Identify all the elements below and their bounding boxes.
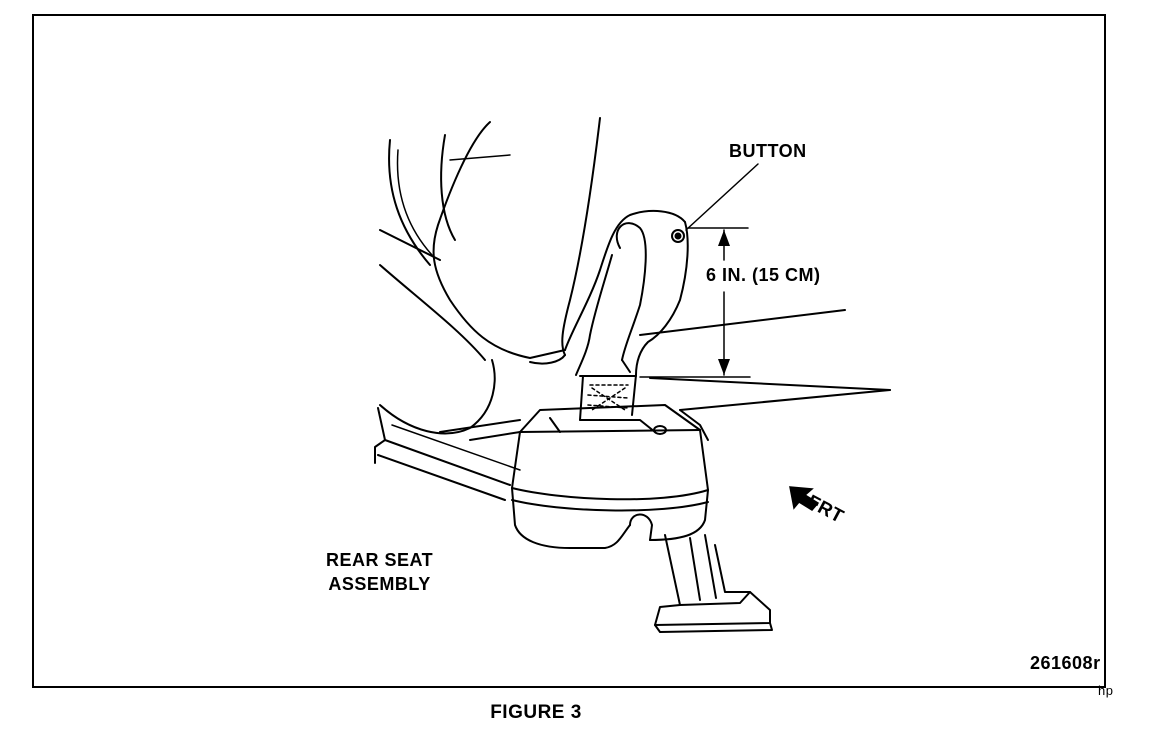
figure-frame xyxy=(32,14,1106,688)
rear-seat-label: REAR SEAT ASSEMBLY xyxy=(326,548,433,596)
seat-rail xyxy=(374,309,891,501)
release-button xyxy=(671,229,685,243)
dimension-label: 6 IN. (15 CM) xyxy=(706,265,821,285)
figure-caption: FIGURE 3 xyxy=(0,702,1152,724)
rear-seat-label-line1: REAR SEAT xyxy=(326,550,434,570)
button-leader-line xyxy=(685,163,759,231)
seat-cushion xyxy=(379,117,601,435)
anchor-bracket xyxy=(654,534,773,633)
buckle-housing xyxy=(511,404,709,549)
figure-number: 261608r xyxy=(1030,653,1101,673)
front-arrow-icon xyxy=(789,486,820,511)
figure-caption-text: FIGURE 3 xyxy=(490,702,582,723)
corner-mark: hp xyxy=(1098,683,1114,698)
rear-seat-label-line2: ASSEMBLY xyxy=(328,574,431,594)
dimension-line xyxy=(639,227,751,378)
button-label: BUTTON xyxy=(729,141,807,161)
seat-belt-strap xyxy=(564,209,689,421)
